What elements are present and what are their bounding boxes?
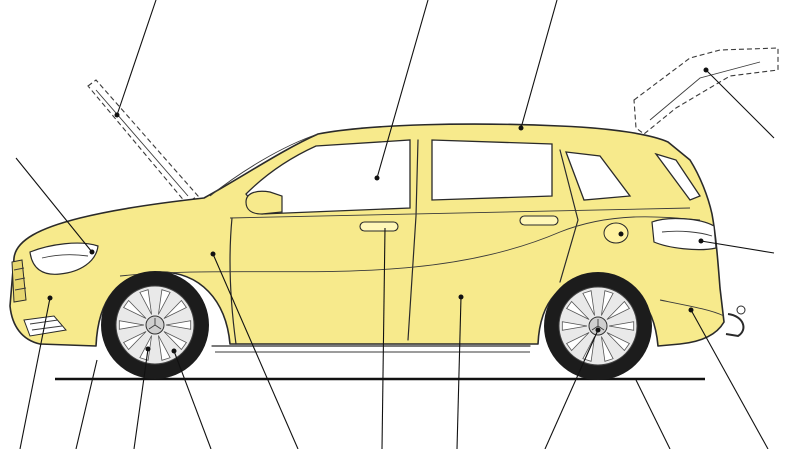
rear-quarter-window [565,151,632,201]
rear-bumper-line [659,299,725,317]
headlight-detail [41,254,89,259]
rear-door-window [431,139,553,201]
wheel-spoke [606,332,631,352]
wheel-spoke [601,336,614,362]
wheel-spoke [165,320,192,330]
hood-strut [95,89,189,197]
rear-door-handle [519,215,559,226]
wheel-spoke [163,299,188,319]
callout-bumper [19,297,51,449]
callout-roof [520,0,558,129]
fuel-flap [603,222,629,244]
door-divider [407,139,419,341]
callout-front-tyre [75,359,98,449]
fog-light [23,315,67,337]
front-door-front-edge [229,217,237,345]
callout-rear-tyre [635,379,671,449]
wheel-spoke [163,331,188,351]
callout-door-handle [381,227,386,449]
tail-light-detail [661,230,713,237]
tow-hook [725,313,745,338]
wheel-spoke [606,300,631,320]
wheel-spoke [582,290,595,316]
callout-hood [116,0,157,116]
callout-tail-light [700,240,775,254]
wheel-spoke [139,289,152,315]
callout-front-wheel [173,350,212,449]
character-line [119,216,701,277]
open-tailgate [633,47,779,135]
rear-door-rear-edge [559,149,579,283]
side-mirror [245,190,283,215]
windshield-edge [209,133,319,197]
tow-ball [736,305,746,315]
front-door-handle [359,221,399,232]
wheel-spoke [601,290,614,316]
wheel-spoke [561,321,588,331]
wheel-spoke [158,335,171,361]
callout-front-door [212,253,299,449]
callout-lines [15,0,775,449]
belt-line [229,207,691,219]
callout-rear-bumper [690,309,769,449]
callout-rear-door [456,296,462,449]
wheel-spoke [582,336,595,362]
callout-headlight [15,157,93,253]
front-wheel [101,271,209,379]
front-grille [11,259,27,303]
open-hood [87,79,199,204]
callout-fuel-flap-dot [618,231,624,237]
wheel-spoke [565,332,590,352]
wheel-spoke [122,299,147,319]
wheel-spoke [118,320,145,330]
callout-tailgate [705,69,775,139]
rear-windshield [654,152,701,201]
headlight [29,242,99,275]
wheel-spoke [158,289,171,315]
fog-light-mesh [29,319,63,331]
callout-front-rim [133,348,149,449]
wheel-spoke [608,321,635,331]
front-window [245,139,411,215]
wheel-spoke [565,300,590,320]
tailgate-inner-line [649,61,761,121]
grille-bars [13,267,27,291]
wheel-spoke [122,331,147,351]
callout-rear-rim [544,329,599,449]
rear-wheel [544,272,652,380]
callout-window [376,0,429,179]
